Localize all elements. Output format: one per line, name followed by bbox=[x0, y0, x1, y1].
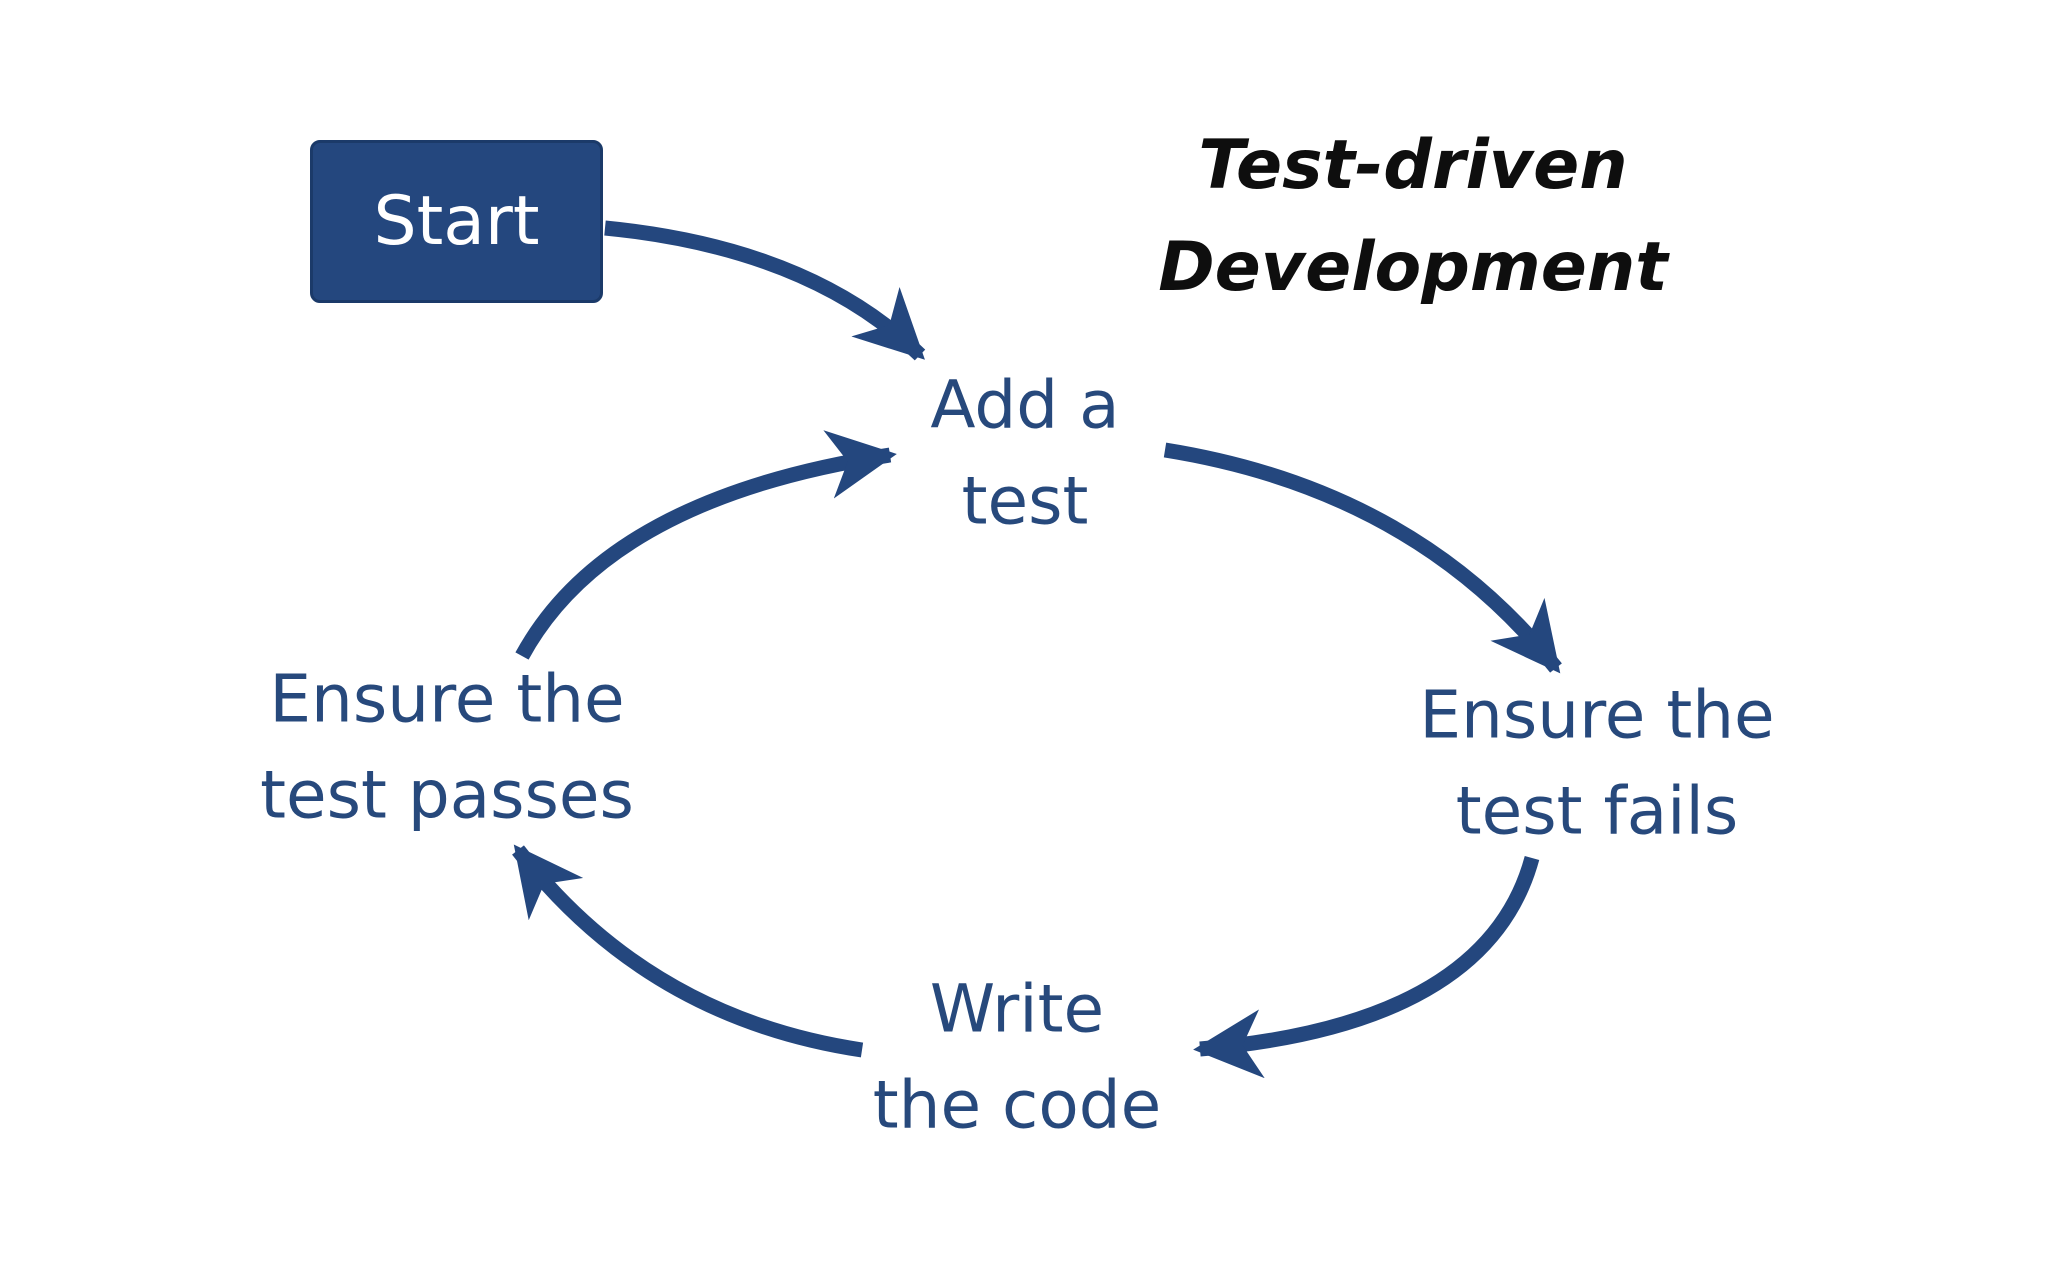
start-node: Start bbox=[310, 140, 603, 303]
node-ensure-test-passes: Ensure the test passes bbox=[260, 651, 634, 842]
diagram-title: Test-driven Development bbox=[1158, 115, 1668, 319]
node-ensure-test-fails: Ensure the test fails bbox=[1419, 667, 1774, 858]
edge-ensure-passes-to-add-test bbox=[515, 430, 897, 660]
node-write-the-code: Write the code bbox=[873, 961, 1161, 1152]
node-ensure-test-passes-line1: Ensure the bbox=[269, 660, 625, 738]
node-write-the-code-line1: Write bbox=[929, 970, 1105, 1048]
node-add-a-test-line2: test bbox=[961, 462, 1089, 539]
node-ensure-test-fails-line2: test fails bbox=[1455, 772, 1739, 849]
node-ensure-test-fails-line1: Ensure the bbox=[1419, 676, 1775, 754]
node-write-the-code-line2: the code bbox=[872, 1066, 1162, 1143]
diagram-title-line2: Development bbox=[1158, 228, 1668, 307]
node-add-a-test-line1: Add a bbox=[930, 366, 1120, 444]
start-node-label: Start bbox=[373, 181, 540, 261]
node-add-a-test: Add a test bbox=[930, 357, 1119, 548]
node-ensure-test-passes-line2: test passes bbox=[260, 756, 634, 833]
diagram-title-line1: Test-driven bbox=[1198, 126, 1628, 205]
edge-ensure-fails-to-write-code bbox=[1193, 856, 1540, 1079]
edge-start-to-add-test bbox=[604, 220, 926, 361]
edge-write-code-to-ensure-passes bbox=[512, 844, 864, 1058]
edge-add-test-to-ensure-fails bbox=[1163, 442, 1562, 674]
